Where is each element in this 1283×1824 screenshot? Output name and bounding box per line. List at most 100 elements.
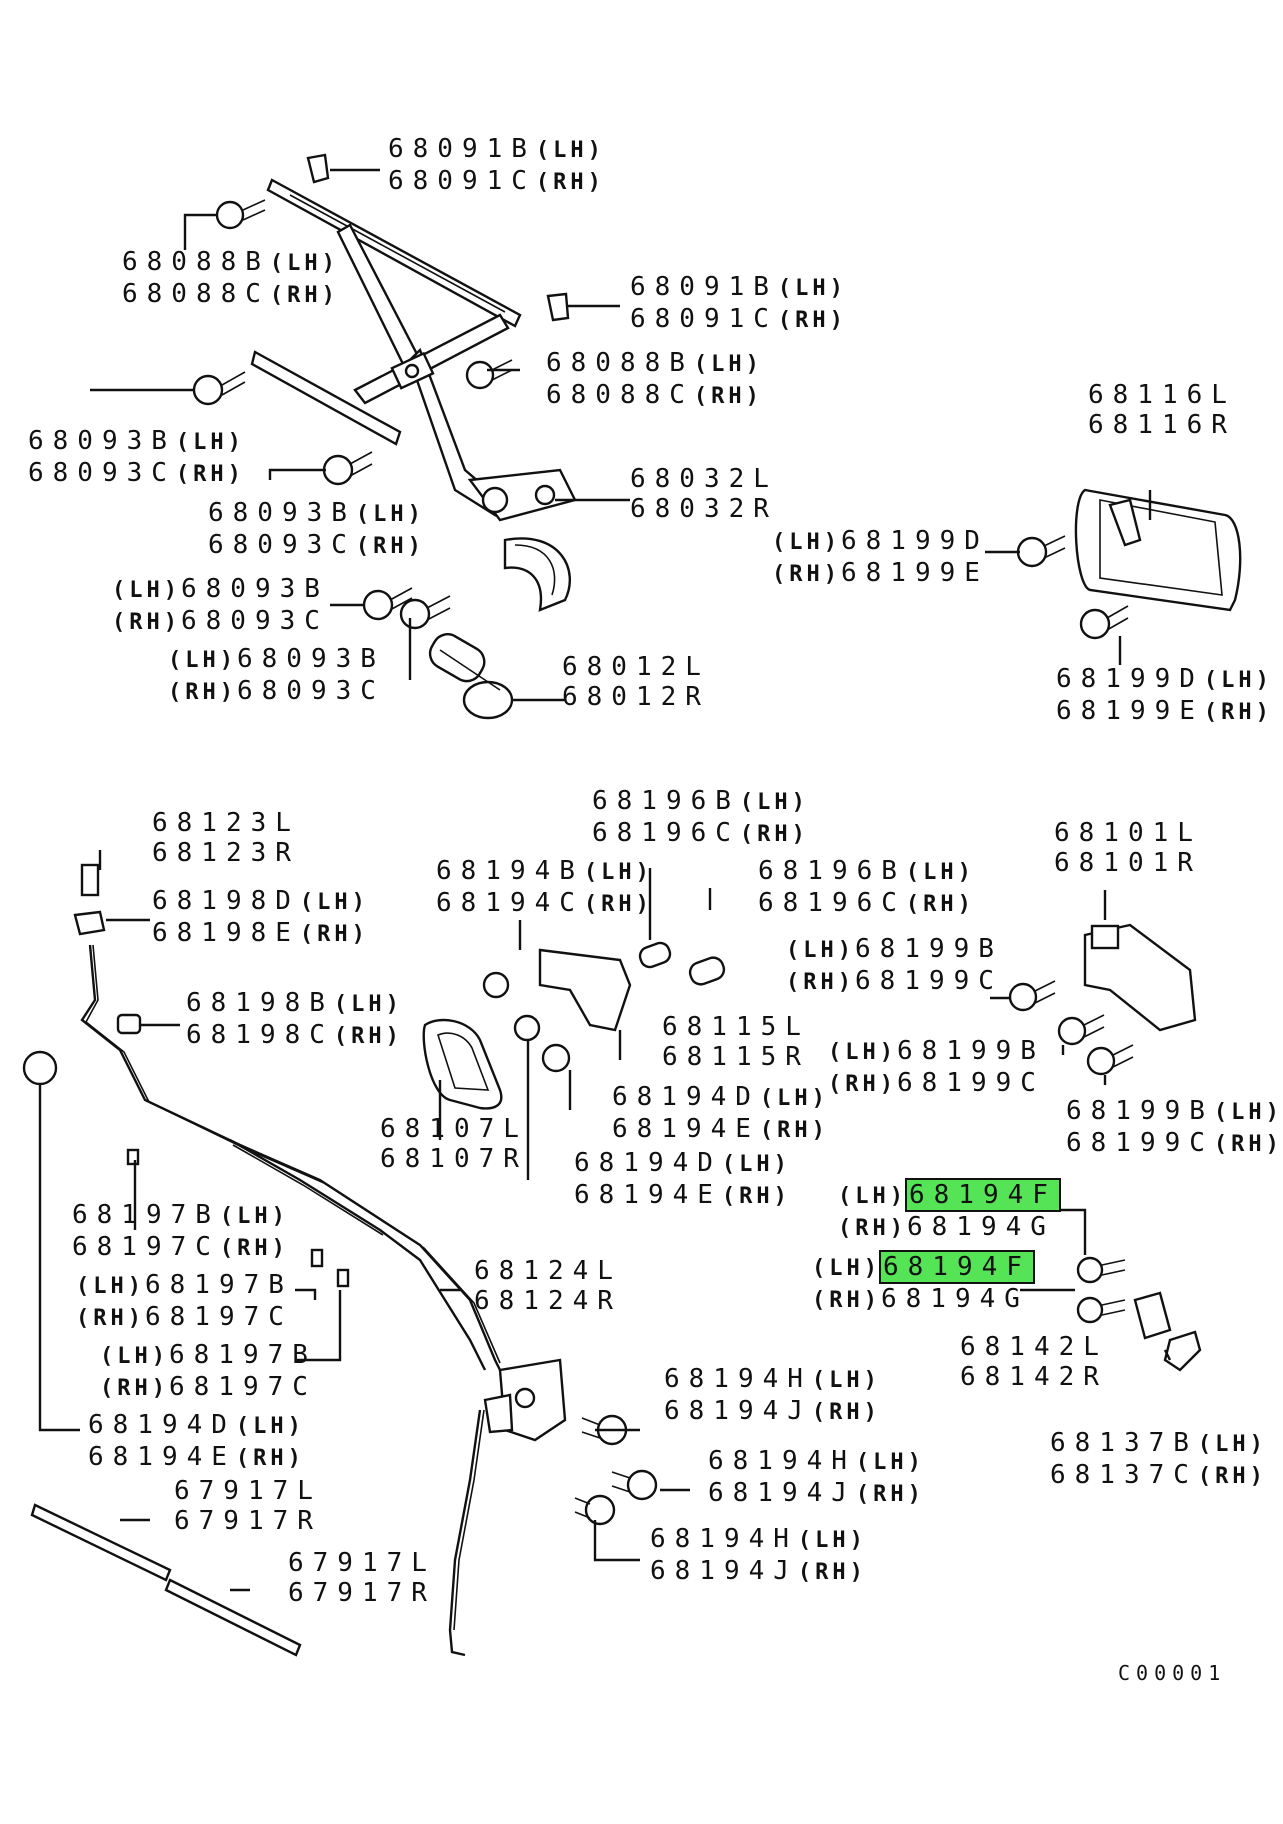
callout-68088B-68088C-left: 68088B(LH) 68088C(RH) bbox=[122, 247, 339, 311]
callout-68142L-68142R: 68142L 68142R bbox=[960, 1332, 1108, 1392]
part-number: 68093C bbox=[236, 676, 385, 706]
part-number: 68196B bbox=[758, 856, 906, 886]
side-tag: (RH) bbox=[175, 462, 245, 487]
side-tag: (RH) bbox=[333, 1024, 403, 1049]
part-number: 68194C bbox=[436, 888, 584, 918]
part-number: 68198C bbox=[186, 1020, 334, 1050]
part-number: 68093C bbox=[28, 458, 176, 488]
part-number: 68088B bbox=[122, 247, 270, 277]
part-number: 68194B bbox=[436, 856, 584, 886]
part-number: 67917L bbox=[174, 1476, 322, 1506]
side-tag: (LH) bbox=[693, 352, 763, 377]
handle-escutcheon bbox=[422, 1018, 503, 1110]
callout-68194D-68194E-a: 68194D(LH) 68194E(RH) bbox=[612, 1082, 829, 1146]
callout-LH-68199B-RH-68199C-b: (LH)68199B (RH)68199C bbox=[828, 1036, 1045, 1100]
part-number: 68032R bbox=[630, 494, 778, 524]
part-number: 68107L bbox=[380, 1114, 528, 1144]
part-number: 68091C bbox=[388, 166, 536, 196]
side-tag: (RH) bbox=[299, 922, 369, 947]
part-number: 68091C bbox=[630, 304, 778, 334]
callout-68093B-68093C-far-left: 68093B(LH) 68093C(RH) bbox=[28, 426, 245, 490]
lock-actuator bbox=[1008, 923, 1197, 1076]
side-tag: (RH) bbox=[759, 1118, 829, 1143]
part-number: 68137C bbox=[1050, 1460, 1198, 1490]
side-tag: (RH) bbox=[721, 1184, 791, 1209]
side-tag: (RH) bbox=[739, 822, 809, 847]
part-number: 68199E bbox=[840, 558, 989, 588]
part-number: 68123R bbox=[152, 838, 300, 868]
side-tag: (RH) bbox=[1197, 1464, 1267, 1489]
part-number: 68116R bbox=[1088, 410, 1236, 440]
latch-bolts bbox=[574, 1414, 658, 1526]
part-number: 68199D bbox=[840, 526, 989, 556]
part-number: 68101R bbox=[1054, 848, 1202, 878]
part-number: 68093B bbox=[180, 574, 329, 604]
callout-LH-68199D-RH-68199E: (LH)68199D (RH)68199E bbox=[772, 526, 989, 590]
callout-68198D-68198E: 68198D(LH) 68198E(RH) bbox=[152, 886, 369, 950]
side-tag: (LH) bbox=[811, 1368, 881, 1393]
highlighted-part-number[interactable]: 68194F bbox=[878, 1250, 1035, 1284]
highlighted-part-number[interactable]: 68194F bbox=[904, 1178, 1061, 1212]
regulator-handle bbox=[428, 633, 514, 720]
part-number: 68194H bbox=[650, 1524, 798, 1554]
callout-68032L-68032R: 68032L 68032R bbox=[630, 464, 778, 524]
side-tag: (RH) bbox=[100, 1376, 169, 1401]
side-tag: (LH) bbox=[168, 648, 237, 673]
part-number: 68194E bbox=[88, 1442, 236, 1472]
callout-LH-68197B-RH-68197C-b: (LH)68197B (RH)68197C bbox=[100, 1340, 317, 1404]
part-number: 68194D bbox=[88, 1410, 236, 1440]
callout-68199B-68199C: 68199B(LH) 68199C(RH) bbox=[1066, 1096, 1283, 1160]
part-number: 68115L bbox=[662, 1012, 810, 1042]
part-number: 68197C bbox=[144, 1302, 293, 1332]
part-number: 68199B bbox=[1066, 1096, 1214, 1126]
side-tag: (LH) bbox=[797, 1528, 867, 1553]
side-tag: (LH) bbox=[100, 1344, 169, 1369]
side-tag: (RH) bbox=[811, 1400, 881, 1425]
part-number: 68198E bbox=[152, 918, 300, 948]
part-number: 68093B bbox=[28, 426, 176, 456]
part-number: 68093B bbox=[236, 644, 385, 674]
callout-68194D-68194E-b: 68194D(LH) 68194E(RH) bbox=[574, 1148, 791, 1212]
side-tag: (RH) bbox=[76, 1306, 145, 1331]
callout-68196B-68196C-top: 68196B(LH) 68196C(RH) bbox=[592, 786, 809, 850]
side-tag: (LH) bbox=[838, 1184, 907, 1209]
callout-68194B-68194C: 68194B(LH) 68194C(RH) bbox=[436, 856, 653, 920]
callout-LH-68093B-RH-68093C-b: (LH)68093B (RH)68093C bbox=[168, 644, 385, 708]
part-number: 67917R bbox=[288, 1578, 436, 1608]
side-tag: (LH) bbox=[355, 502, 425, 527]
part-number: 68199C bbox=[854, 966, 1003, 996]
part-number: 68194E bbox=[574, 1180, 722, 1210]
bolt-parts bbox=[192, 199, 513, 630]
part-number: 68199E bbox=[1056, 696, 1204, 726]
diagram-code: C00001 bbox=[1118, 1661, 1227, 1685]
part-number: 68137B bbox=[1050, 1428, 1198, 1458]
side-tag: (RH) bbox=[112, 610, 181, 635]
callout-68197B-68197C: 68197B(LH) 68197C(RH) bbox=[72, 1200, 289, 1264]
callout-68012L-68012R: 68012L 68012R bbox=[562, 652, 710, 712]
side-tag: (LH) bbox=[905, 860, 975, 885]
part-number: 68012L bbox=[562, 652, 710, 682]
part-number: 68124R bbox=[474, 1286, 622, 1316]
callout-68194D-68194E-c: 68194D(LH) 68194E(RH) bbox=[88, 1410, 305, 1474]
part-number: 68199C bbox=[1066, 1128, 1214, 1158]
side-tag: (RH) bbox=[777, 308, 847, 333]
side-tag: (RH) bbox=[535, 170, 605, 195]
part-number: 68115R bbox=[662, 1042, 810, 1072]
callout-68123L-68123R: 68123L 68123R bbox=[152, 808, 300, 868]
callout-68199D-68199E: 68199D(LH) 68199E(RH) bbox=[1056, 664, 1273, 728]
part-number: 68107R bbox=[380, 1144, 528, 1174]
part-number: 68199B bbox=[896, 1036, 1045, 1066]
part-number: 68196C bbox=[758, 888, 906, 918]
callout-68093B-68093C-mid: 68093B(LH) 68093C(RH) bbox=[208, 498, 425, 562]
part-number: 68197C bbox=[168, 1372, 317, 1402]
window-regulator bbox=[250, 178, 577, 612]
side-tag: (LH) bbox=[269, 251, 339, 276]
part-number: 68088C bbox=[546, 380, 694, 410]
part-number: 68198D bbox=[152, 886, 300, 916]
side-tag: (LH) bbox=[855, 1450, 925, 1475]
door-rods bbox=[80, 944, 507, 1657]
part-number: 68088B bbox=[546, 348, 694, 378]
callout-68116L-68116R: 68116L 68116R bbox=[1088, 380, 1236, 440]
part-number: 68194J bbox=[664, 1396, 812, 1426]
